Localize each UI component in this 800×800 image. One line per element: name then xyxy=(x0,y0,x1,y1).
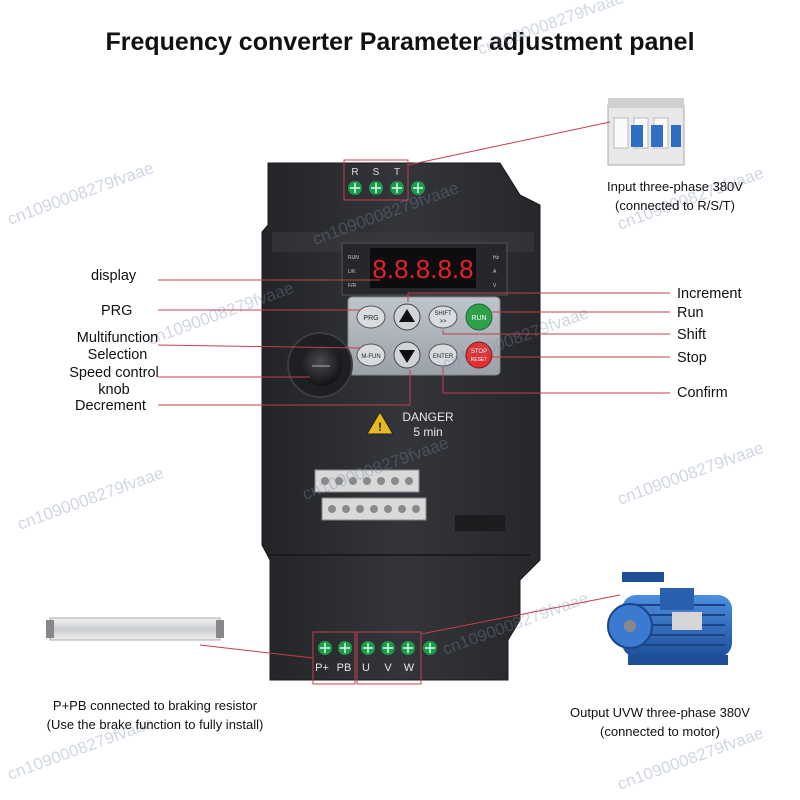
warning-line1: DANGER xyxy=(402,410,454,424)
display-digits: 8.8.8.8.8 xyxy=(372,254,473,284)
svg-text:!: ! xyxy=(378,420,382,434)
note-input-line2: (connected to R/S/T) xyxy=(615,198,735,213)
run-button-label: RUN xyxy=(471,315,486,322)
mfun-button[interactable]: M-FUN xyxy=(356,343,386,367)
led-label-a: A xyxy=(493,269,497,275)
callout-stop: Stop xyxy=(677,350,707,366)
terminal-label-w: W xyxy=(404,662,415,674)
terminal-label-u: U xyxy=(362,662,370,674)
callout-shift: Shift xyxy=(677,327,707,343)
increment-button[interactable] xyxy=(393,303,421,331)
arrow-up-icon xyxy=(399,309,415,322)
terminal-label-t: T xyxy=(394,167,400,178)
electric-motor xyxy=(607,572,732,665)
note-brake-line2: (Use the brake function to fully install… xyxy=(46,717,264,732)
terminal-label-s: S xyxy=(373,167,380,178)
note-input: Input three-phase 380V (connected to R/S… xyxy=(560,177,790,215)
callout-prg: PRG xyxy=(101,303,133,319)
stop-button-label: STOP xyxy=(471,349,487,355)
callout-confirm: Confirm xyxy=(677,385,728,401)
note-brake: P+PB connected to braking resistor (Use … xyxy=(5,696,305,734)
input-terminal-block: R S T xyxy=(343,159,425,201)
note-output: Output UVW three-phase 380V (connected t… xyxy=(540,703,780,741)
callout-lines xyxy=(157,121,670,659)
callout-decrement: Decrement xyxy=(75,398,146,414)
callout-speed-knob: Speed control knob xyxy=(69,365,159,398)
led-label-run: RUN xyxy=(348,255,359,261)
led-label-lk: L/K xyxy=(348,269,356,275)
watermark-1: cn1090008279fvaae xyxy=(475,0,626,59)
page-title: Frequency converter Parameter adjustment… xyxy=(105,28,695,56)
control-terminal-block xyxy=(314,469,427,521)
shift-button[interactable]: SHIFT >> xyxy=(428,305,458,329)
warning-triangle-icon xyxy=(366,411,394,435)
power-terminal-block: P+ PB U V W xyxy=(312,631,437,685)
led-label-v: V xyxy=(493,283,497,289)
led-label-fr: F/R xyxy=(348,283,356,289)
callout-run: Run xyxy=(677,305,704,321)
mfun-button-label: M-FUN xyxy=(361,354,380,360)
note-brake-line1: P+PB connected to braking resistor xyxy=(52,698,258,713)
enter-button-label: ENTER xyxy=(433,354,454,360)
keypad: PRG SHIFT >> RUN M-FUN xyxy=(347,296,501,376)
terminal-label-r: R xyxy=(351,167,358,178)
led-label-hz: Hz xyxy=(493,255,500,261)
stop-button-sublabel: RESET xyxy=(471,357,488,363)
callout-display: display xyxy=(91,268,137,284)
prg-button[interactable]: PRG xyxy=(356,305,386,329)
frequency-converter-body xyxy=(261,162,541,681)
watermark-7: cn1090008279fvaae xyxy=(15,463,166,534)
note-output-line2: (connected to motor) xyxy=(600,724,720,739)
note-input-line1: Input three-phase 380V xyxy=(607,179,743,194)
terminal-label-p-plus: P+ xyxy=(315,662,329,674)
shift-button-sublabel: >> xyxy=(439,319,447,325)
braking-resistor xyxy=(46,617,224,641)
speed-control-knob[interactable] xyxy=(287,332,353,398)
stop-button[interactable]: STOP RESET xyxy=(465,341,493,369)
circuit-breaker xyxy=(607,98,685,166)
watermark-2: cn1090008279fvaae xyxy=(5,158,156,229)
run-button[interactable]: RUN xyxy=(465,303,493,331)
decrement-button[interactable] xyxy=(393,341,421,369)
prg-button-label: PRG xyxy=(363,315,378,322)
watermark-9: cn1090008279fvaae xyxy=(615,438,766,509)
danger-warning: ! DANGER 5 min xyxy=(366,410,454,439)
warning-line2: 5 min xyxy=(413,425,442,439)
shift-button-label: SHIFT xyxy=(434,311,452,317)
callout-increment: Increment xyxy=(677,286,742,302)
note-output-line1: Output UVW three-phase 380V xyxy=(570,705,750,720)
arrow-down-icon xyxy=(399,350,415,363)
enter-button[interactable]: ENTER xyxy=(428,343,458,367)
terminal-label-v: V xyxy=(384,662,392,674)
callout-multifunction: Multifunction Selection xyxy=(76,330,159,363)
display-panel: 8.8.8.8.8 RUN L/K F/R Hz A V xyxy=(341,242,508,296)
terminal-label-pb: PB xyxy=(337,662,352,674)
